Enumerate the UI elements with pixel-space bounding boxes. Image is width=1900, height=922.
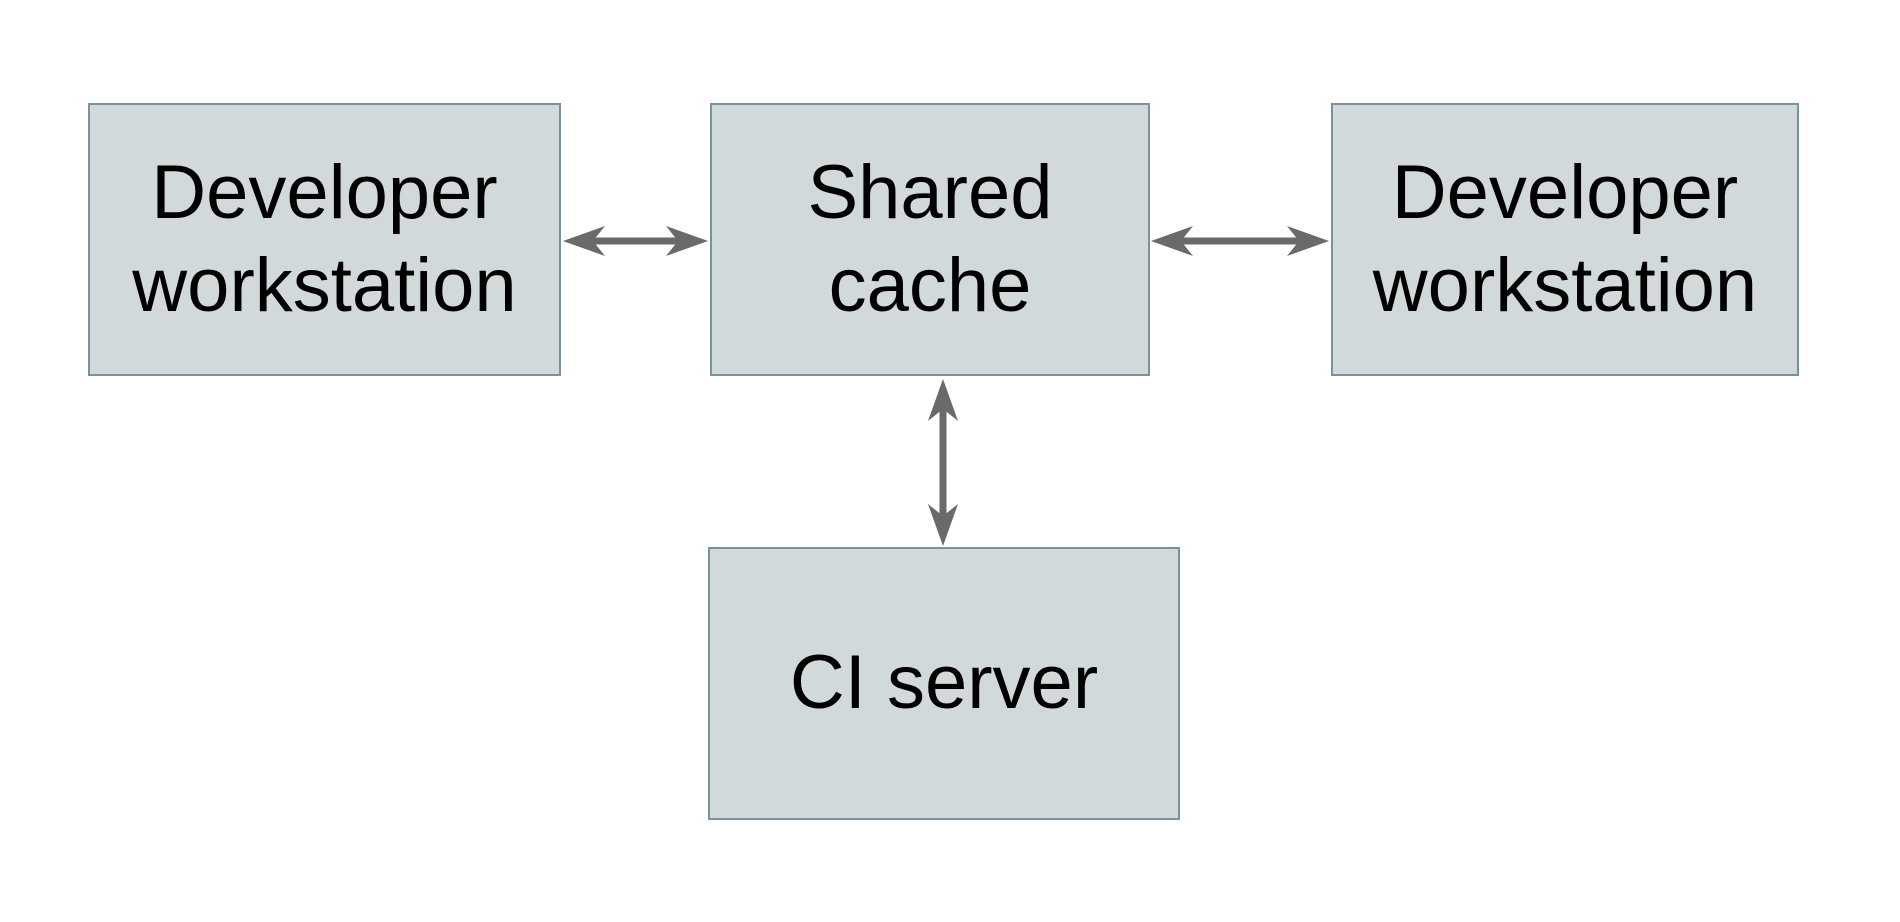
arrowhead-left-icon (1151, 226, 1193, 256)
bidirectional-arrow-left-workstation-cache (563, 226, 708, 256)
node-label-developer-workstation-right: Developer workstation (1372, 149, 1758, 328)
node-label-developer-workstation-left: Developer workstation (132, 149, 517, 328)
node-label-ci-server: CI server (789, 640, 1099, 726)
node-ci-server: CI server (708, 547, 1180, 820)
node-label-shared-cache: Shared cache (807, 149, 1053, 328)
arrowhead-right-icon (1287, 226, 1329, 256)
bidirectional-arrow-cache-ci-server (928, 379, 958, 546)
node-developer-workstation-left: Developer workstation (88, 103, 561, 376)
node-developer-workstation-right: Developer workstation (1331, 103, 1799, 376)
bidirectional-arrow-cache-right-workstation (1151, 226, 1329, 256)
arrowhead-up-icon (928, 379, 958, 421)
arrowhead-down-icon (928, 504, 958, 546)
arrowhead-right-icon (666, 226, 708, 256)
arrowhead-left-icon (563, 226, 605, 256)
node-shared-cache: Shared cache (710, 103, 1150, 376)
